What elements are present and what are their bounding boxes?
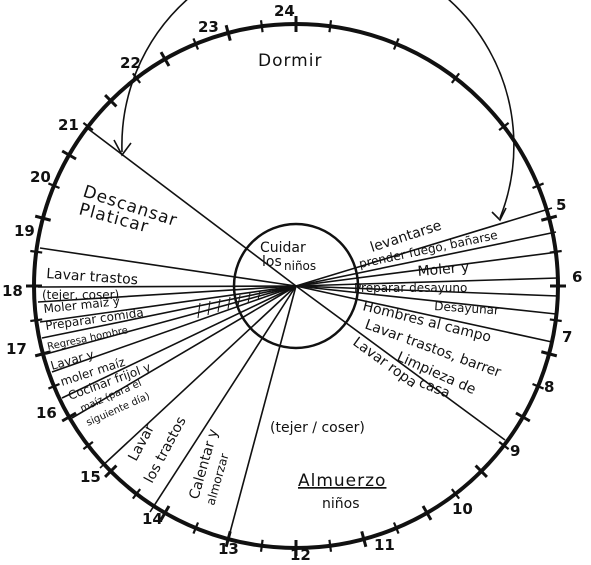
half-hour-tick — [328, 20, 333, 33]
half-hour-tick — [392, 37, 400, 50]
sleep-arc — [121, 0, 515, 219]
center-label-line-1: Cuidar — [260, 240, 306, 256]
hour-label-21: 21 — [58, 116, 79, 134]
half-hour-tick — [30, 318, 43, 323]
half-hour-tick — [450, 488, 461, 500]
division-line-14 — [149, 285, 297, 513]
hour-tick-7 — [540, 350, 558, 358]
hour-labels: 24 23 22 21 20 19 18 17 16 15 14 13 12 11 10 9 8 7 6 5 — [2, 2, 582, 564]
hatch-band — [197, 290, 261, 319]
half-hour-tick — [30, 249, 43, 254]
half-hour-tick — [259, 20, 264, 33]
hour-label-22: 22 — [120, 54, 141, 72]
half-hour-tick — [549, 318, 562, 323]
hour-tick-14 — [159, 505, 171, 521]
label-almuerzo: Almuerzo — [298, 471, 386, 491]
division-line-13 — [227, 285, 297, 541]
division-line-7 — [295, 285, 553, 343]
division-line-5 — [295, 207, 553, 287]
division-line-1620 — [61, 285, 297, 399]
hour-label-12: 12 — [290, 546, 311, 564]
label-tejer-coser-1: (tejer, coser) — [42, 288, 119, 302]
division-line-1730 — [41, 285, 297, 339]
hour-tick-15 — [104, 464, 118, 478]
hour-label-17: 17 — [6, 340, 27, 358]
hour-tick-19 — [34, 214, 52, 222]
label-tejer-coser-2: (tejer / coser) — [270, 420, 365, 436]
division-line-1645 — [51, 285, 297, 373]
half-hour-tick — [498, 440, 510, 451]
hour-label-6: 6 — [572, 268, 582, 286]
hour-label-8: 8 — [544, 378, 554, 396]
hour-label-20: 20 — [30, 168, 51, 186]
label-preparar-desayuno: Preparar desayuno — [354, 281, 467, 295]
half-hour-tick — [450, 72, 461, 84]
center-label-line-2: los — [262, 254, 282, 270]
half-hour-tick — [131, 488, 142, 500]
half-hour-tick — [82, 121, 94, 132]
half-hour-tick — [532, 382, 545, 390]
hour-tick-16 — [61, 411, 77, 423]
division-line-1830 — [37, 285, 297, 303]
hour-label-10: 10 — [452, 500, 473, 518]
hour-tick-8 — [515, 411, 531, 423]
sleep-arrow-right — [491, 207, 507, 222]
half-hour-tick — [328, 539, 333, 552]
hour-label-18: 18 — [2, 282, 23, 300]
hour-label-7: 7 — [562, 328, 572, 346]
division-line-6 — [295, 277, 559, 287]
hour-label-9: 9 — [510, 442, 520, 460]
half-hour-tick — [82, 440, 94, 451]
label-lavar-trastos-1: Lavar trastos — [46, 266, 139, 288]
sleep-arrow-left — [113, 139, 132, 157]
hour-tick-9 — [474, 464, 488, 478]
label-dormir: Dormir — [258, 51, 322, 71]
hour-tick-22 — [159, 51, 171, 67]
half-hour-tick — [47, 382, 60, 390]
hour-label-13: 13 — [218, 540, 239, 558]
center-label-line-3: niños — [284, 259, 316, 273]
half-hour-tick — [192, 37, 200, 50]
hour-label-15: 15 — [80, 468, 101, 486]
hour-label-24: 24 — [274, 2, 295, 20]
division-line-545 — [295, 251, 559, 287]
hour-tick-17 — [34, 350, 52, 358]
division-line-1745 — [39, 285, 297, 323]
hour-label-14: 14 — [142, 510, 163, 528]
half-hour-tick — [131, 72, 142, 84]
division-line-630 — [295, 285, 557, 315]
division-line-16 — [71, 285, 297, 419]
hour-label-23: 23 — [198, 18, 219, 36]
half-hour-tick — [498, 121, 510, 132]
hour-label-16: 16 — [36, 404, 57, 422]
label-ninos: niños — [322, 496, 360, 512]
hour-tick-5 — [540, 214, 558, 222]
half-hour-tick — [259, 539, 264, 552]
hour-tick-20 — [61, 149, 77, 161]
division-line-19 — [39, 247, 297, 287]
half-hour-tick — [192, 522, 200, 535]
hour-label-19: 19 — [14, 222, 35, 240]
half-hour-tick — [532, 182, 545, 190]
division-line-17 — [45, 285, 297, 355]
hour-tick-23 — [224, 24, 232, 42]
division-line-530 — [295, 231, 557, 287]
division-line-9 — [295, 285, 506, 441]
half-hour-tick — [47, 182, 60, 190]
hour-label-5: 5 — [556, 196, 566, 214]
label-desayunar: Desayunar — [434, 299, 500, 317]
division-line-615 — [295, 285, 559, 297]
label-moler-y: Moler y — [417, 260, 470, 280]
half-hour-tick — [392, 522, 400, 535]
division-line-15 — [99, 285, 297, 469]
division-line-1815 — [37, 285, 297, 288]
hour-label-11: 11 — [374, 536, 395, 554]
hour-tick-11 — [360, 530, 368, 548]
hour-tick-10 — [421, 505, 433, 521]
hour-tick-21 — [104, 94, 118, 108]
center-label: Cuidar los niños — [260, 240, 316, 273]
